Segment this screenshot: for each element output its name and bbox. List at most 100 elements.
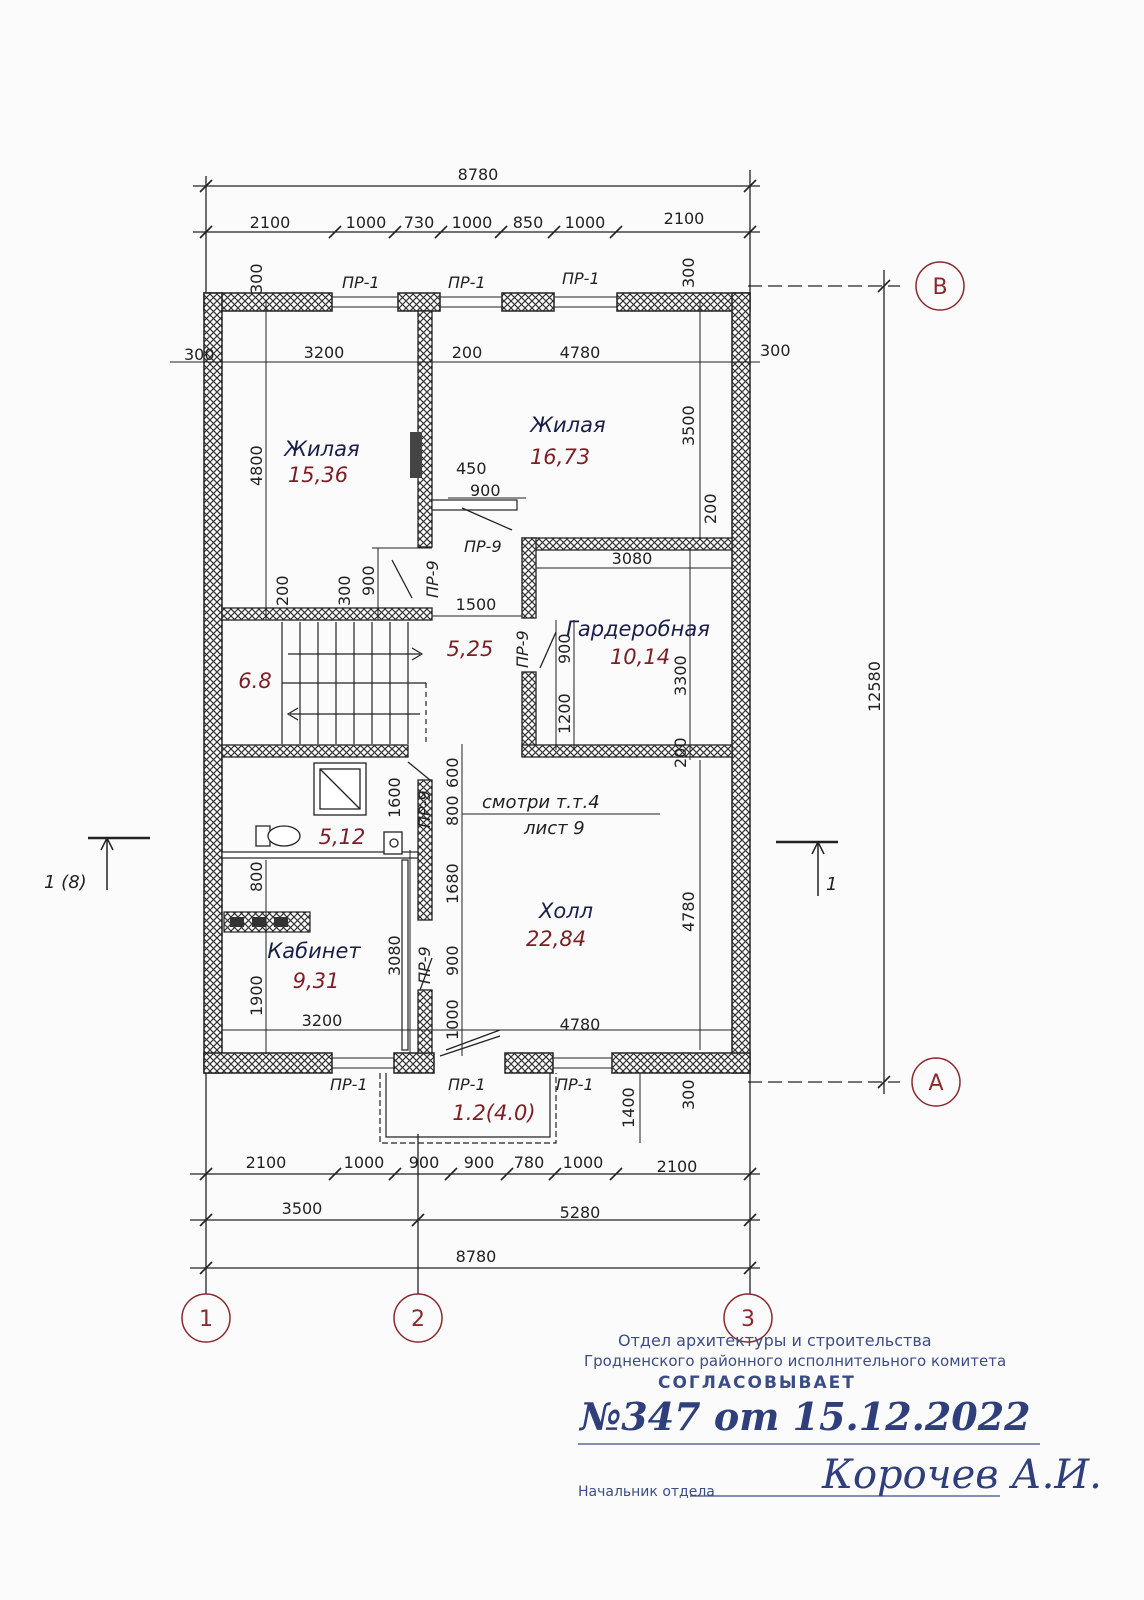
dim-3200-top: 3200	[304, 343, 345, 362]
dim-300-stair: 300	[335, 575, 354, 606]
door-label-2: ПР-9	[423, 560, 442, 598]
window-label-top-3: ПР-1	[562, 269, 600, 288]
room-area-hall: 22,84	[526, 927, 586, 951]
dim-top-seg-6: 1000	[565, 213, 606, 232]
window-label-top-2: ПР-1	[448, 273, 486, 292]
dim-bot-seg-6: 1000	[563, 1153, 604, 1172]
inner-dimension-lines	[170, 300, 760, 1143]
door-label-5: ПР-9	[415, 946, 434, 984]
dim-4780-bot: 4780	[560, 1015, 601, 1034]
room-name-living-2: Жилая	[528, 413, 605, 437]
section-mark-left	[88, 836, 150, 890]
dim-top-300-left: 300	[247, 263, 266, 294]
dim-3200-bot: 3200	[302, 1011, 343, 1030]
axis-circle-1	[181, 1293, 231, 1343]
stamp-line-2: Гродненского районного исполнительного к…	[584, 1352, 1006, 1370]
dim-top-seg-5: 850	[513, 213, 544, 232]
note-line-2: лист 9	[523, 818, 585, 839]
dim-800-left: 800	[247, 861, 266, 892]
stamp-chief-label: Начальник отдела	[578, 1484, 715, 1500]
axis-circle-a	[911, 1057, 961, 1107]
dim-3080-left: 3080	[385, 935, 404, 976]
stamp-signature: Корочев А.И.	[821, 1452, 1102, 1498]
axis-circle-2	[393, 1293, 443, 1343]
axis-circle-3	[723, 1293, 773, 1343]
room-area-living-1: 15,36	[288, 463, 348, 487]
stamp-line-3: СОГЛАСОВЫВАЕТ	[658, 1373, 856, 1393]
door-label-4: ПР-9	[415, 790, 434, 828]
dim-top-300-right: 300	[679, 257, 698, 288]
dim-bot-total: 8780	[456, 1247, 497, 1266]
dim-3500: 3500	[679, 405, 698, 446]
dim-200-right-mid: 200	[671, 737, 690, 768]
dim-bot-seg-7: 2100	[657, 1157, 698, 1176]
dim-4800: 4800	[247, 445, 266, 486]
room-area-balcony: 1.2(4.0)	[452, 1101, 535, 1125]
section-label-right: 1	[826, 874, 837, 895]
note-line-1: смотри т.т.4	[482, 792, 600, 813]
dim-1200-wardrobe: 1200	[555, 693, 574, 734]
dim-1400: 1400	[619, 1087, 638, 1128]
top-dimension-lines	[193, 170, 760, 300]
room-area-stair: 6.8	[238, 669, 271, 693]
window-openings	[332, 296, 617, 1069]
dim-300-bot-right: 300	[679, 1079, 698, 1110]
dim-bot-seg-3: 900	[409, 1153, 440, 1172]
dim-3300: 3300	[671, 655, 690, 696]
axis-label-1: 1	[199, 1307, 213, 1332]
dim-4780-top: 4780	[560, 343, 601, 362]
window-label-bot-3: ПР-1	[556, 1075, 594, 1094]
room-area-wc: 5,12	[319, 825, 366, 849]
bottom-dimension-lines	[190, 1073, 760, 1294]
balcony-outline	[379, 1073, 557, 1144]
dim-200-right-top: 200	[701, 493, 720, 524]
window-label-bot-2: ПР-1	[448, 1075, 486, 1094]
room-area-wardrobe: 10,14	[610, 645, 670, 669]
dim-12580: 12580	[865, 661, 884, 712]
dim-top-seg-1: 2100	[250, 213, 291, 232]
door-label-1: ПР-9	[464, 537, 502, 556]
stamp-line-1: Отдел архитектуры и строительства	[618, 1331, 932, 1350]
walls	[203, 292, 751, 1074]
door-label-3: ПР-9	[513, 630, 532, 668]
dim-top-seg-2: 1000	[346, 213, 387, 232]
axis-circle-b	[915, 261, 965, 311]
door-swings	[391, 507, 557, 1057]
room-area-corridor: 5,25	[447, 637, 494, 661]
dim-bot-mid-2: 5280	[560, 1203, 601, 1222]
dim-top-seg-3: 730	[404, 213, 435, 232]
bathroom-fixtures	[255, 762, 403, 855]
dim-top-total: 8780	[458, 165, 499, 184]
axis-label-a: А	[928, 1071, 943, 1096]
right-total-dimension	[748, 270, 900, 1094]
window-label-bot-1: ПР-1	[330, 1075, 368, 1094]
approval-stamp: Отдел архитектуры и строительства Гродне…	[578, 1331, 1102, 1500]
dim-bot-seg-5: 780	[514, 1153, 545, 1172]
section-mark-right	[776, 840, 838, 896]
dim-900-bot: 900	[443, 945, 462, 976]
dim-900-stair: 900	[359, 565, 378, 596]
dim-bot-mid-1: 3500	[282, 1199, 323, 1218]
dim-600: 600	[443, 757, 462, 788]
dim-bot-seg-1: 2100	[246, 1153, 287, 1172]
dim-800-wc: 800	[443, 795, 462, 826]
dim-top-seg-4: 1000	[452, 213, 493, 232]
dim-1500: 1500	[456, 595, 497, 614]
room-name-wardrobe: Гардеробная	[566, 617, 710, 641]
dim-900-wardrobe: 900	[555, 633, 574, 664]
dim-bot-seg-4: 900	[464, 1153, 495, 1172]
dim-left-300: 300	[184, 345, 215, 364]
room-area-living-2: 16,73	[530, 445, 590, 469]
dim-1600: 1600	[385, 777, 404, 818]
section-label-left: 1 (8)	[44, 872, 87, 893]
room-name-hall: Холл	[538, 899, 593, 923]
dim-450: 450	[456, 459, 487, 478]
axis-label-3: 3	[741, 1307, 755, 1332]
dim-bot-seg-2: 1000	[344, 1153, 385, 1172]
axis-label-b: В	[932, 275, 947, 300]
room-area-cabinet: 9,31	[293, 969, 340, 993]
dim-4780-right: 4780	[679, 891, 698, 932]
axis-label-2: 2	[411, 1307, 425, 1332]
room-name-living-1: Жилая	[282, 437, 359, 461]
